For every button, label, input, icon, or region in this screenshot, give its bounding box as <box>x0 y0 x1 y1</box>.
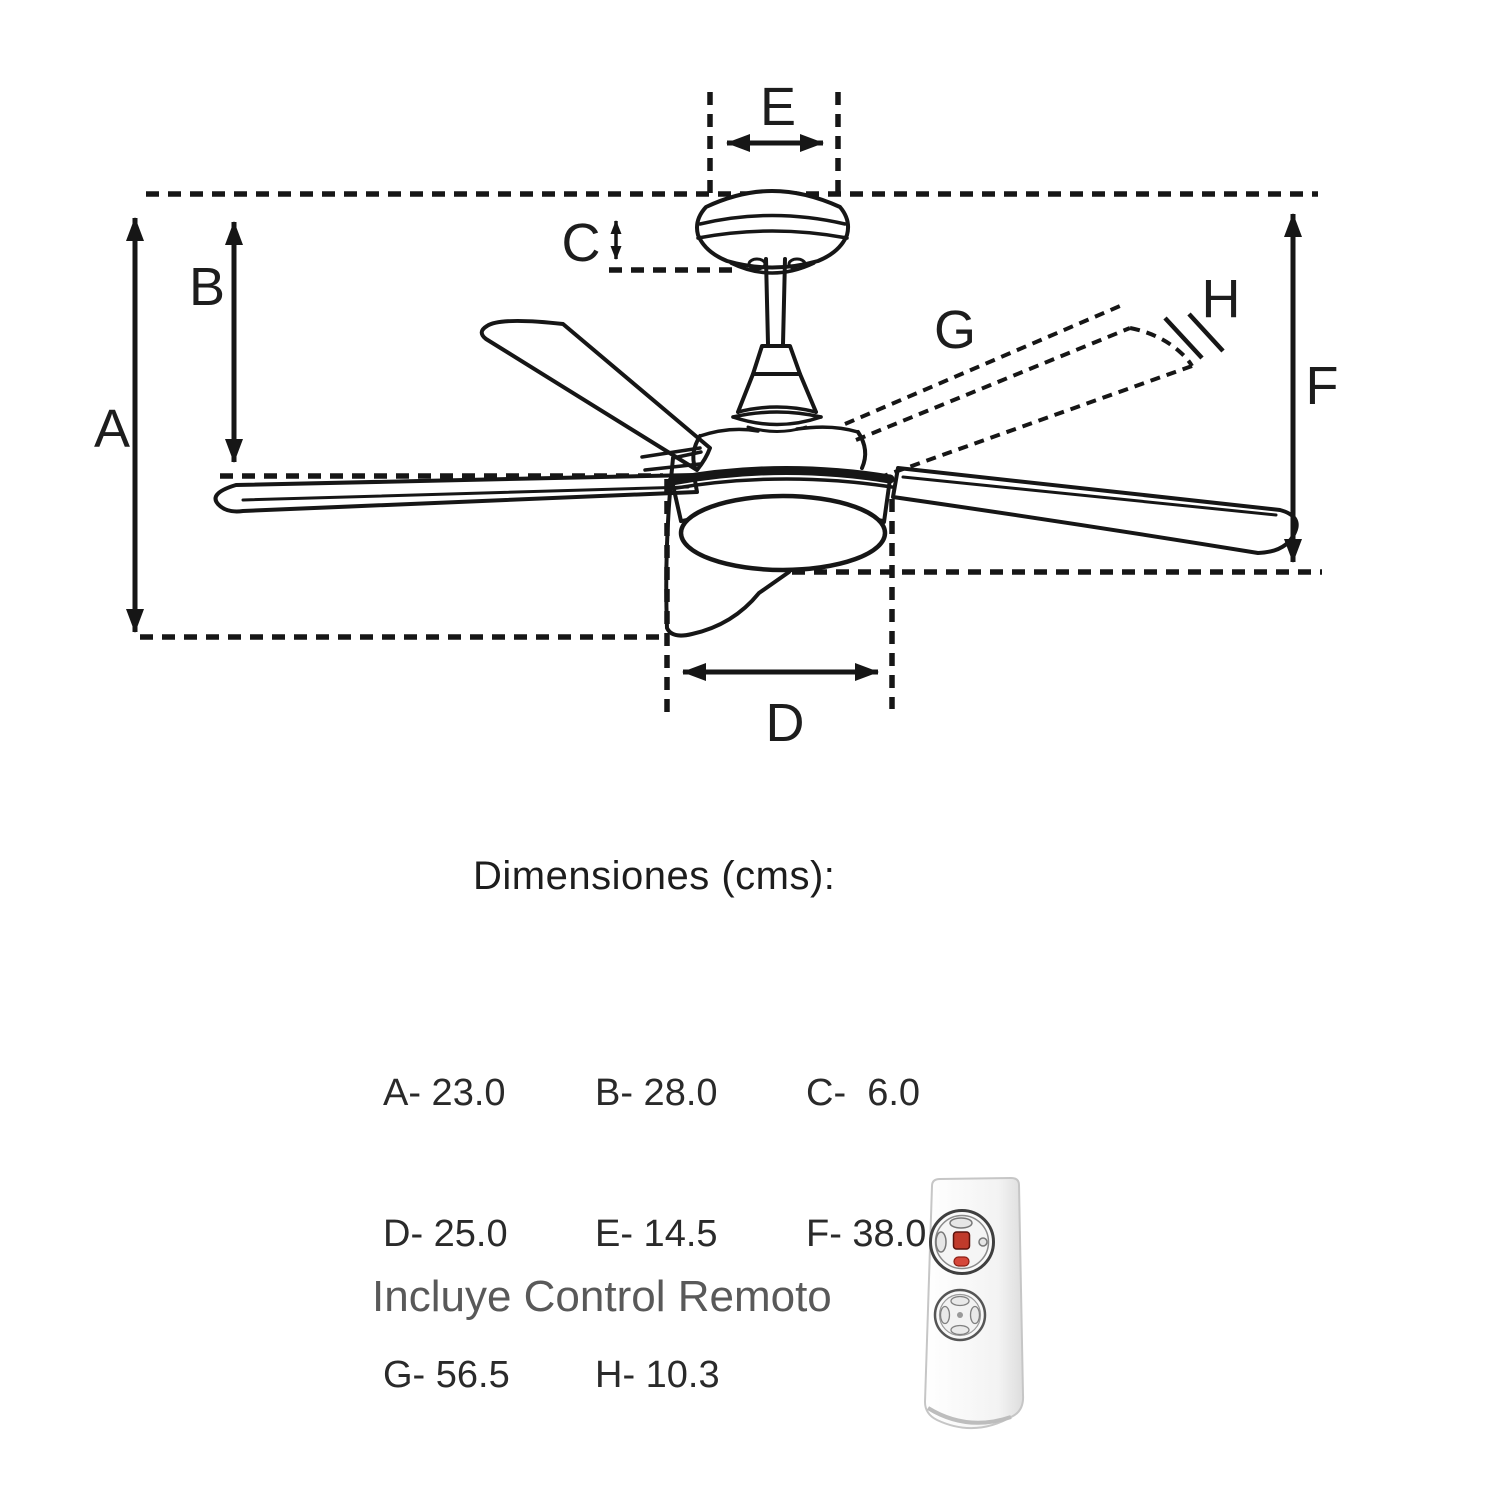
h-tick-outer <box>1187 312 1225 353</box>
g-blade-outline-inner <box>855 326 1131 442</box>
light-kit-lens <box>678 493 888 573</box>
dimensions-column-3: C- 6.0 F- 38.0 <box>806 976 926 1446</box>
dim-value-h: H- 10.3 <box>595 1354 720 1396</box>
dim-label-b: B <box>189 257 225 317</box>
dimensions-title: Dimensiones (cms): <box>473 854 836 898</box>
dimension-labels: A B C D E F G H <box>94 77 1339 753</box>
downrod-right-edge <box>781 257 787 346</box>
dim-value-f: F- 38.0 <box>806 1213 927 1255</box>
motor-drum-line <box>668 477 894 491</box>
front-blade-mount <box>671 450 703 460</box>
motor-bell-left <box>736 372 755 414</box>
fan-blade-upper-left <box>479 318 712 472</box>
dim-value-c: C- 6.0 <box>806 1072 921 1114</box>
dim-label-c: C <box>562 213 601 273</box>
fan-blade-left-edge-line <box>241 485 690 502</box>
remote-included-note: Incluye Control Remoto <box>372 1272 832 1321</box>
dpad-up-button <box>950 1295 970 1307</box>
dpad-left-button <box>939 1305 951 1325</box>
remote-button-top-pill <box>949 1217 973 1229</box>
dim-value-g: G- 56.5 <box>383 1354 510 1396</box>
drum-right-side <box>882 477 892 524</box>
remote-bottom-shadow <box>926 1406 1012 1425</box>
motor-bell-right <box>798 372 818 414</box>
remote-button-lower-red <box>953 1256 970 1267</box>
canopy-ring-1 <box>698 213 847 226</box>
ceiling-fan-dimension-diagram: A B C D E F G H <box>94 77 1339 753</box>
canopy-ring-2 <box>696 229 849 240</box>
measurement-overlays <box>664 304 1225 716</box>
dim-label-h: H <box>1202 269 1241 329</box>
remote-button-right-dot <box>978 1237 988 1247</box>
dimensions-column-1: A- 23.0 D- 25.0 G- 56.5 <box>383 976 510 1493</box>
remote-control-image <box>923 1176 1025 1429</box>
remote-bottom-button-cluster <box>933 1288 987 1342</box>
canopy-screw-right <box>787 257 807 271</box>
g-blade-outline-tip <box>1129 326 1194 368</box>
motor-bell-rim-bottom <box>731 415 823 427</box>
dim-value-e: E- 14.5 <box>595 1213 718 1255</box>
hub-top-right <box>795 425 860 434</box>
remote-button-left-pill <box>935 1231 947 1253</box>
dim-label-d: D <box>766 693 805 753</box>
hub-top-left <box>698 427 760 438</box>
h-tick-inner <box>1163 316 1204 360</box>
g-blade-outline-bottom <box>877 364 1193 480</box>
drum-left-side <box>670 479 683 523</box>
downrod-coupler <box>751 344 802 376</box>
dimensions-column-2: B- 28.0 E- 14.5 H- 10.3 <box>595 976 720 1493</box>
downrod-left-edge <box>764 257 770 346</box>
reference-dashed-lines <box>140 92 1322 640</box>
fan-blade-right-edge-line <box>901 475 1278 517</box>
dpad-right-button <box>969 1305 981 1325</box>
motor-bell-rim <box>731 410 823 419</box>
motor-bell-rim-top <box>736 405 818 414</box>
remote-top-button-cluster <box>929 1209 995 1275</box>
dim-label-e: E <box>760 77 796 137</box>
remote-button-center-red <box>952 1231 971 1250</box>
fan-drawing <box>213 189 1299 638</box>
dim-value-a: A- 23.0 <box>383 1072 506 1114</box>
dim-label-g: G <box>934 300 976 360</box>
dimension-arrows <box>126 134 1302 681</box>
dpad-center-dot <box>957 1312 963 1318</box>
motor-drum-band <box>667 465 895 486</box>
hub-right-side <box>856 430 868 470</box>
dim-value-d: D- 25.0 <box>383 1213 508 1255</box>
dim-label-a: A <box>94 399 130 459</box>
dpad-down-button <box>950 1324 970 1336</box>
dim-label-f: F <box>1306 356 1339 416</box>
left-blade-arm-top <box>640 446 702 459</box>
dim-value-b: B- 28.0 <box>595 1072 718 1114</box>
